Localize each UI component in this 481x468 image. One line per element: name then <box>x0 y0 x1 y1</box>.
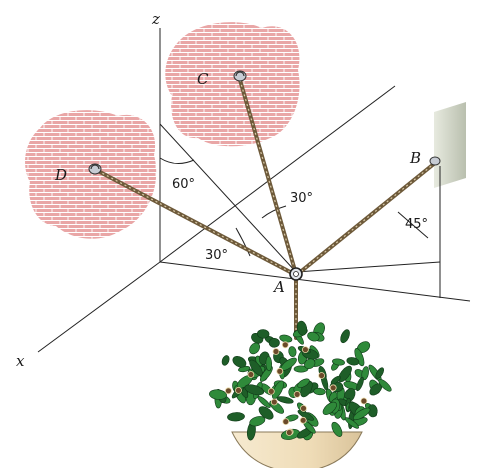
flower <box>267 387 275 395</box>
ref-line-top <box>159 123 297 273</box>
leaf <box>258 406 274 420</box>
leaf <box>276 396 294 404</box>
x-axis <box>37 261 161 353</box>
horizontal-ref-b <box>295 261 441 273</box>
flower <box>270 398 278 406</box>
angle-label-45: 45° <box>405 217 428 232</box>
leaf <box>332 358 345 366</box>
arc-60 <box>159 157 195 164</box>
leaf <box>257 396 271 408</box>
flower <box>285 429 293 436</box>
arc-30-lower <box>235 227 251 257</box>
leaf <box>244 384 265 396</box>
axis-label-x: x <box>16 352 25 370</box>
brick-wall-d <box>25 110 157 239</box>
leaf <box>257 329 270 339</box>
floor-line-right <box>159 261 471 302</box>
flower <box>282 418 290 426</box>
angle-label-60: 60° <box>172 177 195 192</box>
leaf <box>344 417 359 429</box>
leaf <box>272 380 284 400</box>
leaf <box>313 387 326 396</box>
flower <box>276 367 284 375</box>
angle-label-30-upper: 30° <box>290 191 313 206</box>
flower <box>272 348 280 355</box>
hook-c <box>233 70 247 82</box>
leaf <box>227 412 245 422</box>
axis-label-z: z <box>151 10 160 28</box>
leaf <box>221 355 230 366</box>
flower <box>301 346 309 354</box>
plant-foliage <box>209 320 392 441</box>
point-label-c: C <box>197 70 209 88</box>
leaf <box>378 379 392 392</box>
point-label-b: B <box>409 149 421 167</box>
flower <box>235 386 242 394</box>
leaf <box>307 331 320 342</box>
flower-pot <box>231 431 363 468</box>
leaf <box>265 356 273 372</box>
arc-45 <box>397 211 429 239</box>
leaf <box>232 356 247 368</box>
flower <box>329 384 337 392</box>
flower <box>247 371 255 378</box>
cable-texture <box>97 79 436 338</box>
point-label-a: A <box>272 278 285 296</box>
leaf <box>296 320 308 336</box>
leaf <box>340 329 350 344</box>
angle-arcs <box>159 157 429 257</box>
angle-label-30-lower: 30° <box>205 248 228 263</box>
arc-30-upper <box>261 205 287 219</box>
flower <box>300 404 307 412</box>
leaf <box>268 337 280 348</box>
wall-post-b <box>434 102 466 188</box>
leaf <box>356 376 364 392</box>
hook-b <box>429 156 441 166</box>
leaf <box>209 389 227 400</box>
leaf <box>375 367 385 379</box>
point-label-d: D <box>54 166 67 184</box>
flower <box>318 372 326 379</box>
hook-d <box>88 163 102 175</box>
leaf <box>330 375 341 385</box>
flower <box>281 341 289 349</box>
leaf <box>338 365 352 383</box>
leaf <box>249 416 266 427</box>
flower <box>224 387 232 395</box>
back-diagonal <box>159 85 396 263</box>
leaf <box>331 421 343 437</box>
flower <box>299 416 307 424</box>
flower <box>293 390 301 398</box>
leaf <box>304 358 316 370</box>
brick-wall-c <box>165 22 300 147</box>
leaf <box>322 401 337 415</box>
flower <box>360 397 368 405</box>
leaf <box>297 378 310 388</box>
leaf <box>288 346 297 357</box>
leaf <box>353 407 371 421</box>
leaf <box>346 357 360 366</box>
leaf <box>249 342 261 355</box>
